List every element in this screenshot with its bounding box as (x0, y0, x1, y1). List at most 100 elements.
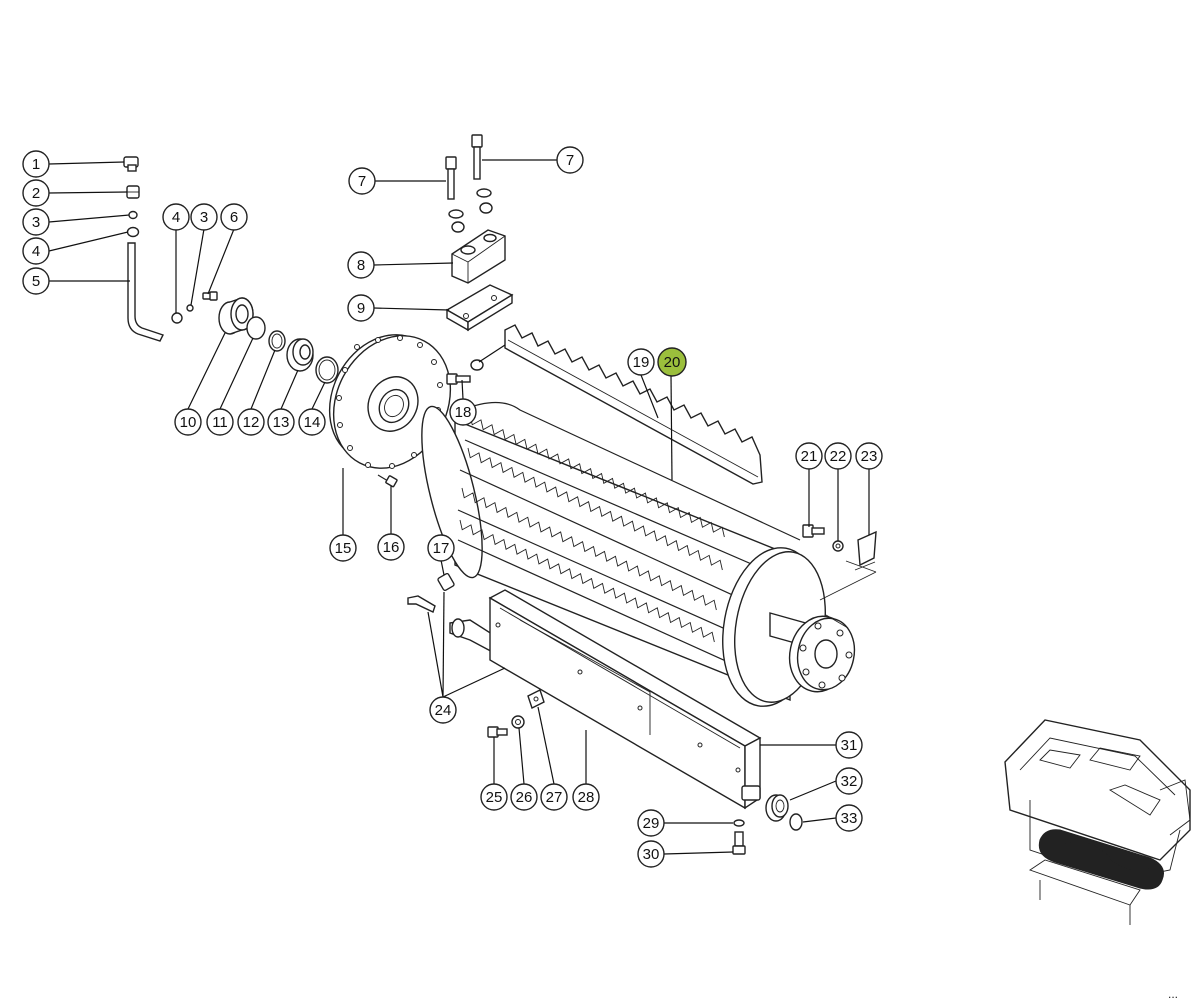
ball-bearing (286, 338, 314, 372)
callout-1[interactable]: 1 (22, 150, 50, 178)
callout-28[interactable]: 28 (572, 783, 600, 811)
svg-text:14: 14 (304, 414, 321, 431)
callout-23[interactable]: 23 (855, 442, 883, 470)
mounting-bracket (445, 284, 514, 332)
shear-bolt-set (802, 524, 877, 571)
svg-text:6: 6 (230, 209, 238, 226)
callout-18[interactable]: 18 (449, 398, 477, 426)
svg-text:31: 31 (841, 737, 858, 754)
svg-text:20: 20 (664, 354, 681, 371)
svg-text:15: 15 (335, 540, 352, 557)
callout-24[interactable]: 24 (429, 696, 457, 724)
callout-3-secondary[interactable]: 3 (190, 203, 218, 231)
svg-text:5: 5 (32, 273, 40, 290)
circlip (315, 356, 339, 384)
bottom-bolt (732, 819, 746, 855)
svg-text:27: 27 (546, 789, 563, 806)
svg-text:12: 12 (243, 414, 260, 431)
callout-14[interactable]: 14 (298, 408, 326, 436)
clamp-block (451, 229, 506, 284)
svg-text:28: 28 (578, 789, 595, 806)
svg-text:10: 10 (180, 414, 197, 431)
callout-6[interactable]: 6 (220, 203, 248, 231)
bolt-left (445, 156, 465, 233)
callout-16[interactable]: 16 (377, 533, 405, 561)
svg-text:22: 22 (830, 448, 847, 465)
svg-text:3: 3 (200, 209, 208, 226)
callout-17[interactable]: 17 (427, 534, 455, 562)
assembly-axis-lines (819, 560, 877, 629)
callout-21[interactable]: 21 (795, 442, 823, 470)
svg-text:7: 7 (358, 173, 366, 190)
callout-30[interactable]: 30 (637, 840, 665, 868)
callout-33[interactable]: 33 (835, 804, 863, 832)
flange-screw (377, 474, 398, 488)
svg-text:24: 24 (435, 702, 452, 719)
svg-text:21: 21 (801, 448, 818, 465)
callout-7-right[interactable]: 7 (556, 146, 584, 174)
bearing-housing (218, 297, 254, 335)
svg-text:2: 2 (32, 185, 40, 202)
grease-nipple (202, 291, 218, 301)
lube-pipe (127, 242, 164, 342)
svg-text:33: 33 (841, 810, 858, 827)
beam-fasteners (487, 689, 545, 738)
svg-text:7: 7 (566, 152, 574, 169)
callout-11[interactable]: 11 (206, 408, 234, 436)
callout-10[interactable]: 10 (174, 408, 202, 436)
locator-thumbnail: ... (1004, 719, 1191, 1000)
svg-text:4: 4 (32, 243, 40, 260)
svg-text:13: 13 (273, 414, 290, 431)
end-bearing (765, 794, 803, 831)
scraper-beam (488, 589, 762, 810)
svg-text:4: 4 (172, 209, 180, 226)
callout-9[interactable]: 9 (347, 294, 375, 322)
top-bracket-assembly (445, 134, 514, 332)
svg-text:29: 29 (643, 815, 660, 832)
elbow-fitting (123, 156, 139, 172)
thumbnail-rotor-highlight (1038, 829, 1164, 890)
callout-4[interactable]: 4 (22, 237, 50, 265)
svg-text:8: 8 (357, 257, 365, 274)
svg-text:19: 19 (633, 354, 650, 371)
callout-12[interactable]: 12 (237, 408, 265, 436)
callout-7-left[interactable]: 7 (348, 167, 376, 195)
svg-text:3: 3 (32, 214, 40, 231)
nut-2 (171, 312, 183, 324)
callouts: 1 2 3 4 5 4 3 6 7 7 8 9 10 11 12 13 14 1… (22, 146, 883, 868)
callout-26[interactable]: 26 (510, 783, 538, 811)
svg-text:17: 17 (433, 540, 450, 557)
callout-20-highlighted[interactable]: 20 (657, 347, 687, 377)
drive-flange (788, 615, 856, 693)
callout-25[interactable]: 25 (480, 783, 508, 811)
small-seal-2 (186, 304, 194, 312)
guard-plate (857, 530, 877, 567)
callout-15[interactable]: 15 (329, 534, 357, 562)
callout-2[interactable]: 2 (22, 179, 50, 207)
callout-13[interactable]: 13 (267, 408, 295, 436)
callout-5[interactable]: 5 (22, 267, 50, 295)
svg-text:32: 32 (841, 773, 858, 790)
callout-29[interactable]: 29 (637, 809, 665, 837)
callout-22[interactable]: 22 (824, 442, 852, 470)
adapter-fitting (126, 185, 140, 199)
svg-text:30: 30 (643, 846, 660, 863)
knife-bolt (446, 359, 484, 385)
callout-3[interactable]: 3 (22, 208, 50, 236)
callout-8[interactable]: 8 (347, 251, 375, 279)
callout-4-secondary[interactable]: 4 (162, 203, 190, 231)
svg-text:11: 11 (212, 414, 228, 431)
fitting-assembly (123, 156, 218, 342)
serrated-knife (504, 324, 763, 485)
callout-32[interactable]: 32 (835, 767, 863, 795)
callout-27[interactable]: 27 (540, 783, 568, 811)
small-seal (128, 210, 138, 220)
callout-19[interactable]: 19 (627, 348, 655, 376)
bolt-right (471, 134, 493, 214)
svg-text:18: 18 (455, 404, 472, 421)
svg-text:25: 25 (486, 789, 503, 806)
svg-text:1: 1 (32, 156, 40, 173)
partial-code: ... (1168, 987, 1178, 1000)
callout-31[interactable]: 31 (835, 731, 863, 759)
